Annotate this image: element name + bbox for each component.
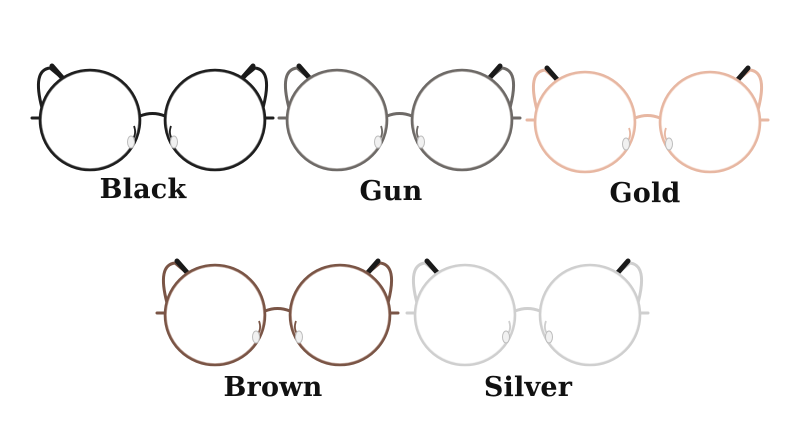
left-temple — [161, 261, 189, 305]
right-temple — [241, 66, 269, 110]
glasses-gun-image — [277, 63, 522, 172]
left-lens-highlight — [41, 71, 139, 169]
glasses-frame — [30, 63, 275, 172]
right-lens-rim — [538, 263, 642, 367]
glasses-frame — [525, 65, 770, 174]
right-lens-rim — [658, 70, 762, 174]
right-lens-highlight — [541, 266, 639, 364]
glasses-black-image — [30, 63, 275, 172]
left-lens-rim — [163, 263, 267, 367]
glasses-frame — [405, 258, 650, 367]
bridge — [139, 112, 166, 118]
right-lens-rim — [163, 68, 267, 172]
left-nose-pad — [622, 137, 630, 151]
variant-label-black: Black — [99, 174, 187, 205]
right-nose-pad — [545, 330, 553, 344]
left-lens-rim — [413, 263, 517, 367]
right-lens-highlight — [291, 266, 389, 364]
glasses-frame — [277, 63, 522, 172]
glasses-gold-image — [525, 65, 770, 174]
variant-label-gold: Gold — [609, 178, 681, 209]
left-nose-pad — [374, 135, 382, 149]
right-lens-highlight — [166, 71, 264, 169]
right-temple — [488, 66, 516, 110]
left-lens-highlight — [536, 73, 634, 171]
bridge — [264, 307, 291, 313]
left-lens-highlight — [416, 266, 514, 364]
glasses-brown-image — [155, 258, 400, 367]
glasses-frame — [155, 258, 400, 367]
right-nose-pad — [170, 135, 178, 149]
variant-label-brown: Brown — [223, 372, 323, 403]
variant-label-gun: Gun — [359, 176, 423, 207]
right-nose-pad — [417, 135, 425, 149]
bridge — [386, 112, 413, 118]
bridge — [514, 307, 541, 313]
right-temple — [616, 261, 644, 305]
glasses-silver-image — [405, 258, 650, 367]
left-nose-pad — [252, 330, 260, 344]
right-lens-rim — [410, 68, 514, 172]
right-nose-pad — [665, 137, 673, 151]
left-lens-highlight — [166, 266, 264, 364]
right-temple — [736, 68, 764, 112]
right-temple — [366, 261, 394, 305]
left-temple — [531, 68, 559, 112]
right-lens-rim — [288, 263, 392, 367]
right-lens-highlight — [661, 73, 759, 171]
left-lens-highlight — [288, 71, 386, 169]
bridge — [634, 114, 661, 120]
right-lens-highlight — [413, 71, 511, 169]
right-nose-pad — [295, 330, 303, 344]
left-temple — [36, 66, 64, 110]
left-lens-rim — [533, 70, 637, 174]
left-nose-pad — [502, 330, 510, 344]
variant-label-silver: Silver — [483, 372, 573, 403]
left-lens-rim — [285, 68, 389, 172]
left-temple — [411, 261, 439, 305]
left-lens-rim — [38, 68, 142, 172]
left-temple — [283, 66, 311, 110]
left-nose-pad — [127, 135, 135, 149]
